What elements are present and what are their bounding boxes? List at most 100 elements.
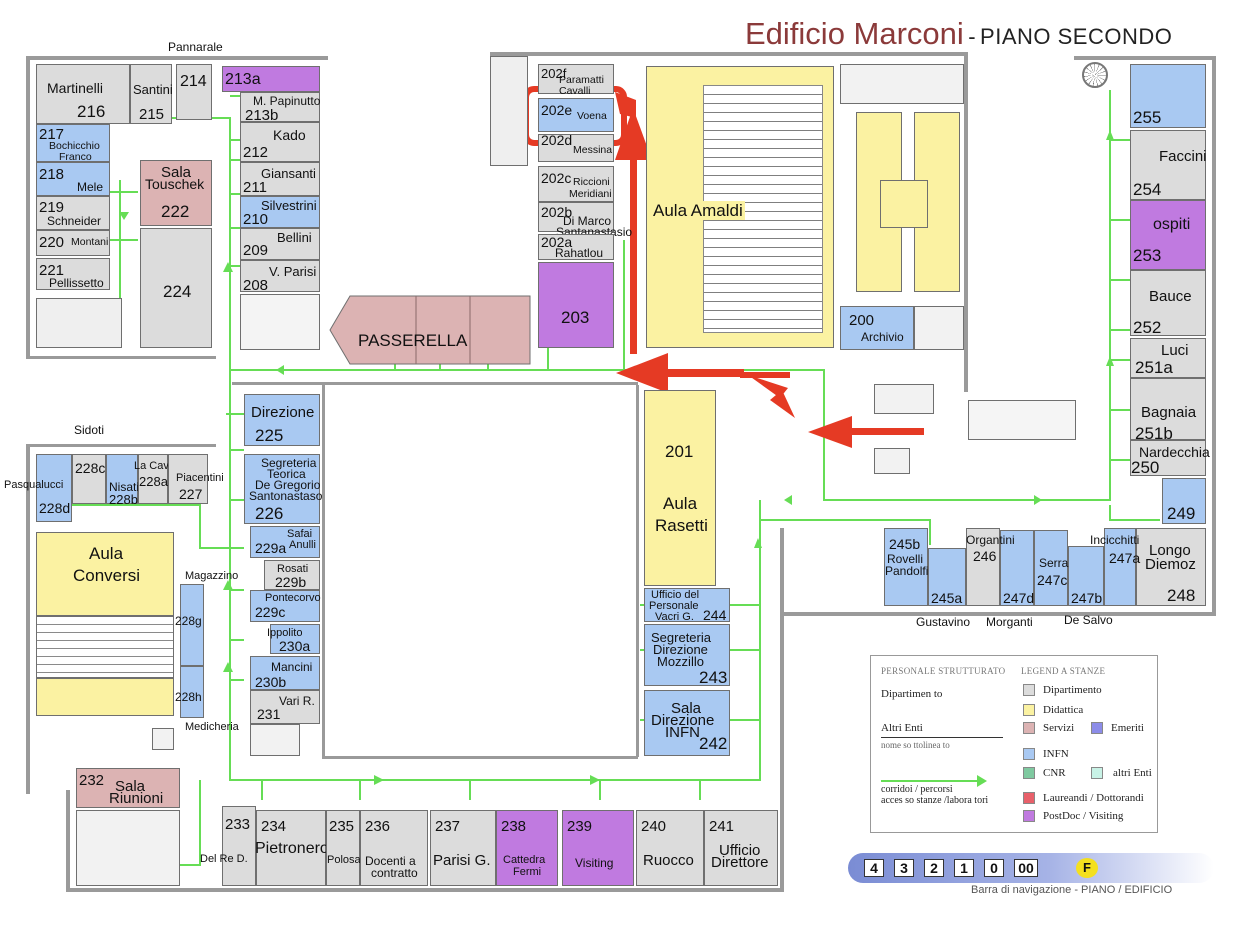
floor-button-0[interactable]: 0 <box>984 859 1004 877</box>
room-234[interactable]: 234 Pietronero <box>255 810 329 886</box>
room-202a[interactable]: 202a Rahatlou <box>538 234 614 260</box>
room-247d[interactable]: 247d <box>1000 530 1034 606</box>
room-230b[interactable]: Mancini 230b <box>250 656 320 690</box>
room-aula-amaldi[interactable]: Aula Amaldi <box>646 66 834 348</box>
room-232[interactable]: 232 Sala Riunioni <box>76 768 180 808</box>
room-221[interactable]: 221 Pellissetto <box>36 258 110 290</box>
room-231[interactable]: Vari R. 231 <box>250 690 320 724</box>
building-button[interactable]: F <box>1076 858 1098 878</box>
room-239[interactable]: 239 Visiting <box>562 810 634 886</box>
room-228a[interactable]: 228a <box>138 454 168 504</box>
room-label: Safai <box>287 528 313 540</box>
room-label: 213b <box>245 107 279 124</box>
room-230a[interactable]: Ippolito 230a <box>267 624 320 654</box>
room-217[interactable]: 217 Bochicchio Franco <box>36 124 110 162</box>
room-249[interactable]: 249 <box>1162 478 1206 524</box>
room-203[interactable]: 203 <box>538 262 614 348</box>
room-247c[interactable]: Serra 247c <box>1034 530 1068 606</box>
room-224[interactable]: 224 <box>140 228 212 348</box>
stair-west <box>36 298 122 348</box>
room-211[interactable]: Giansanti 211 <box>240 162 320 196</box>
stair-east <box>968 400 1076 440</box>
room-212[interactable]: Kado 212 <box>240 122 320 162</box>
room-passerella[interactable]: PASSERELLA <box>328 294 532 366</box>
room-229a[interactable]: Safai Anulli 229a <box>250 526 320 558</box>
room-201[interactable]: 201 Aula Rasetti <box>644 390 716 586</box>
room-202c[interactable]: 202c Riccioni Meridiani <box>538 166 614 202</box>
room-243[interactable]: Segreteria Direzione Mozzillo 243 <box>644 624 730 686</box>
room-214[interactable]: 214 <box>176 64 212 120</box>
room-245a[interactable]: 245a <box>928 548 966 606</box>
legend-corridor-arrow-icon <box>977 775 987 787</box>
room-247a[interactable]: 247a <box>1104 528 1140 606</box>
room-label: 241 <box>709 818 735 835</box>
room-label: Ufficio del <box>651 589 700 601</box>
room-252[interactable]: Bauce 252 <box>1130 270 1206 336</box>
room-aula-conversi[interactable]: Aula Conversi <box>36 532 174 616</box>
legend-altri-enti-text: Altri Enti <box>881 722 923 734</box>
room-label: 252 <box>1133 318 1162 337</box>
room-237[interactable]: 237 Parisi G. <box>430 810 496 886</box>
room-229b[interactable]: Rosati 229b <box>264 560 320 590</box>
room-248[interactable]: Longo Diemoz 248 <box>1136 528 1206 606</box>
room-236[interactable]: 236 Docenti a contratto <box>360 810 428 886</box>
room-240[interactable]: 240 Ruocco <box>636 810 704 886</box>
room-227[interactable]: 227 <box>168 454 208 504</box>
room-213a[interactable]: 213a <box>222 66 320 92</box>
room-213b[interactable]: M. Papinutto 213b <box>240 92 320 124</box>
room-label: 202c <box>541 170 572 186</box>
room-229c[interactable]: Pontecorvo 229c <box>250 590 321 622</box>
room-202e[interactable]: 202e Voena <box>538 98 614 132</box>
wall <box>322 385 325 757</box>
room-253[interactable]: ospiti 253 <box>1130 200 1206 270</box>
room-250[interactable]: Nardecchia 250 <box>1130 440 1210 476</box>
room-251a[interactable]: Luci 251a <box>1130 338 1206 378</box>
room-235[interactable]: 235 Polosa <box>326 810 361 886</box>
room-228c[interactable]: 228c <box>72 454 106 504</box>
swatch-altri-enti <box>1091 767 1103 779</box>
room-215[interactable]: Santini 215 <box>130 64 173 124</box>
room-200[interactable]: 200 Archivio <box>840 306 914 350</box>
room-255[interactable]: 255 <box>1130 64 1206 128</box>
room-247b[interactable]: 247b <box>1068 546 1104 606</box>
room-241[interactable]: 241 Ufficio Direttore <box>704 810 778 886</box>
floor-button-3[interactable]: 3 <box>894 859 914 877</box>
room-218[interactable]: 218 Mele <box>36 162 110 196</box>
room-242[interactable]: Sala Direzione INFN 242 <box>644 690 730 756</box>
room-label: 215 <box>139 106 165 123</box>
room-label: Mele <box>77 180 104 194</box>
room-238[interactable]: 238 Cattedra Fermi <box>496 810 558 886</box>
room-202f[interactable]: 202f Paramatti Cavalli <box>538 64 614 96</box>
room-219[interactable]: 219 Schneider <box>36 196 110 230</box>
room-244[interactable]: Ufficio del Personale Vacri G. 244 <box>644 588 730 623</box>
room-228b[interactable]: Nisati 228b <box>106 454 139 507</box>
room-label: 212 <box>243 144 269 161</box>
room-245b[interactable]: 245b Rovelli Pandolfi <box>884 528 928 606</box>
room-254[interactable]: Faccini 254 <box>1130 130 1207 200</box>
room-label: Vari R. <box>279 694 315 708</box>
room-233[interactable]: 233 <box>222 806 256 886</box>
floor-button-00[interactable]: 00 <box>1014 859 1038 877</box>
room-251b[interactable]: Bagnaia 251b <box>1130 378 1206 442</box>
room-label: Personale <box>649 600 699 612</box>
floor-button-4[interactable]: 4 <box>864 859 884 877</box>
room-246[interactable]: 246 <box>966 528 1000 606</box>
room-228d[interactable]: 228d <box>36 454 72 522</box>
room-216[interactable]: Martinelli 216 <box>36 64 130 124</box>
room-label: 228b <box>109 492 138 507</box>
room-228h[interactable]: 228h <box>175 666 204 718</box>
room-202d[interactable]: 202d Messina <box>538 133 614 162</box>
room-202b[interactable]: 202b Di Marco <box>538 202 614 232</box>
room-220[interactable]: 220 Montani <box>36 230 110 256</box>
room-226[interactable]: Segreteria Teorica De Gregorio Santonast… <box>244 454 322 524</box>
room-210[interactable]: Silvestrini 210 <box>240 196 320 228</box>
room-209[interactable]: Bellini 209 <box>240 228 320 260</box>
floor-button-2[interactable]: 2 <box>924 859 944 877</box>
room-label: Bellini <box>277 230 312 245</box>
room-208[interactable]: V. Parisi 208 <box>240 260 320 293</box>
room-228g[interactable]: 228g <box>175 584 204 666</box>
room-225[interactable]: Direzione 225 <box>244 394 320 446</box>
room-222[interactable]: Sala Touschek 222 <box>140 160 212 226</box>
floor-button-1[interactable]: 1 <box>954 859 974 877</box>
room-label: 230a <box>279 638 311 654</box>
